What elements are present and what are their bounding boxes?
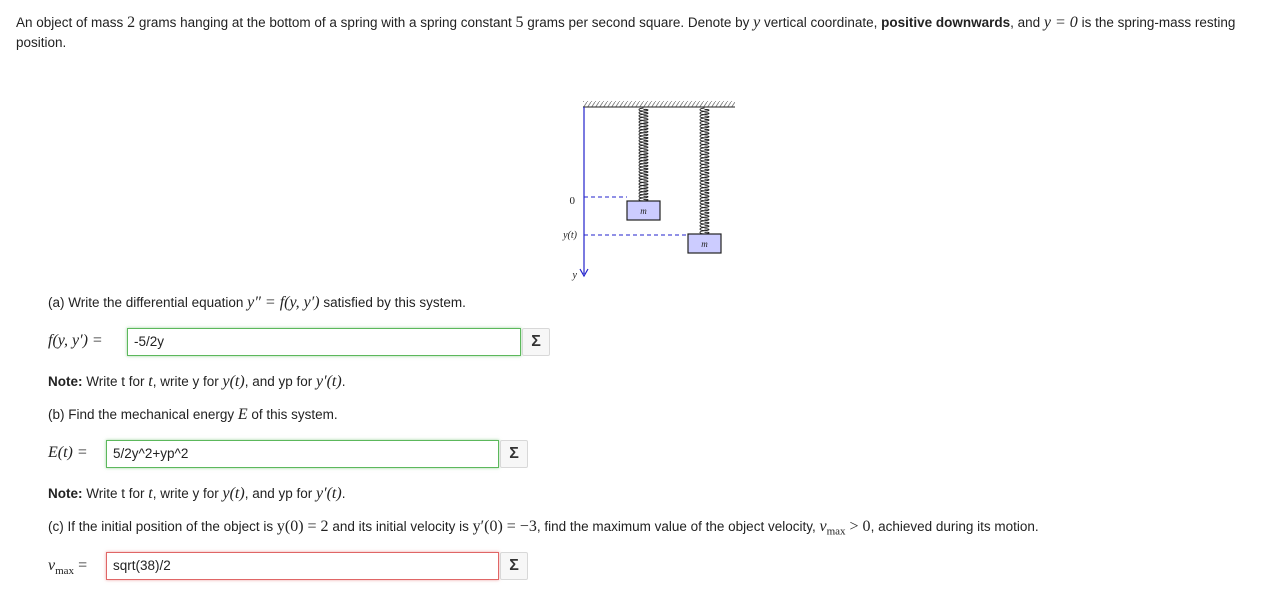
ceiling-hatch (583, 101, 735, 107)
part-a-label: f(y, y′) = (48, 332, 103, 349)
part-a-equation-editor-button[interactable]: Σ (522, 328, 550, 356)
part-b-label: E(t) = (48, 444, 88, 461)
part-c-equation-editor-button[interactable]: Σ (500, 552, 528, 580)
spring-2 (699, 107, 710, 235)
spring-1 (638, 107, 649, 202)
part-b-equation-editor-button[interactable]: Σ (500, 440, 528, 468)
mass-2 (687, 233, 722, 254)
part-b-prompt: (b) Find the mechanical energy E of this… (48, 406, 338, 423)
mass-1 (626, 200, 661, 221)
mass-2-label: m (701, 239, 708, 249)
y-axis-label: y (572, 270, 578, 281)
note-a: Note: Write t for t, write y for y(t), a… (48, 373, 346, 390)
note-b: Note: Write t for t, write y for y(t), a… (48, 485, 346, 502)
zero-label: 0 (570, 195, 576, 207)
part-c-prompt: (c) If the initial position of the objec… (48, 518, 1039, 538)
part-c-label: vmax = (48, 557, 88, 578)
part-c-answer-input[interactable]: sqrt(38)/2 (106, 552, 499, 580)
y-axis-arrow (579, 268, 589, 278)
yt-label: y(t) (562, 230, 578, 241)
part-b-answer-input[interactable]: 5/2y^2+yp^2 (106, 440, 499, 468)
part-a-answer-input[interactable]: -5/2y (127, 328, 521, 356)
spring-mass-figure: 0 y(t) y m m (562, 101, 735, 281)
problem-intro: An object of mass 2 grams hanging at the… (16, 14, 1236, 50)
mass-1-label: m (640, 206, 647, 216)
part-a-prompt: (a) Write the differential equation y″ =… (48, 294, 466, 311)
